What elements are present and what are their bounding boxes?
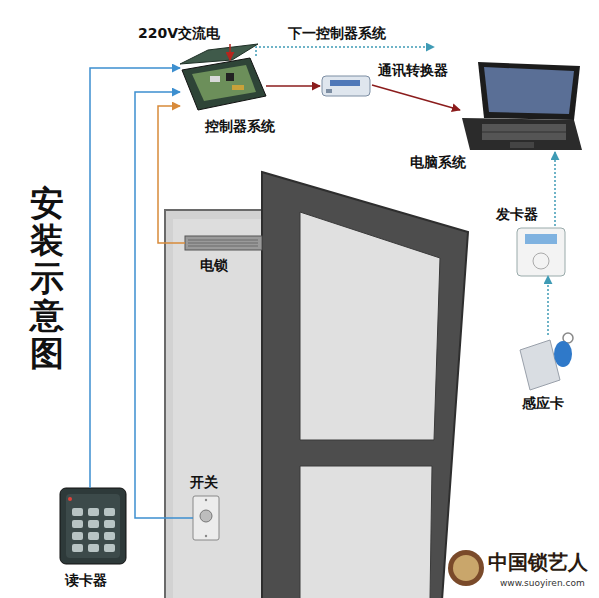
power-arrow — [229, 44, 231, 60]
connector — [158, 106, 185, 243]
key — [88, 544, 99, 552]
electric-lock: 电锁 — [185, 236, 262, 250]
key — [72, 520, 83, 528]
door-panel — [262, 172, 468, 598]
proximity-card — [520, 340, 560, 390]
connector — [554, 152, 556, 226]
controller-part — [232, 85, 244, 90]
node-label: 通讯转换器 — [378, 62, 448, 79]
node-label: 电脑系统 — [410, 154, 466, 171]
key — [104, 532, 115, 540]
key — [104, 544, 115, 552]
node-label: 开关 — [190, 474, 218, 491]
lock-stripe — [188, 240, 258, 241]
connector — [135, 92, 193, 518]
lock-stripe — [188, 246, 258, 247]
key — [104, 520, 115, 528]
key — [72, 532, 83, 540]
power-label: 220V交流电 — [138, 25, 220, 42]
card-reader: 读卡器 — [60, 488, 126, 564]
proximity-card: 感应卡 — [520, 335, 576, 391]
watermark-url: www.suoyiren.com — [500, 578, 585, 589]
switch-button — [200, 510, 212, 522]
diagram-title: 安装示意图 — [30, 185, 64, 372]
key — [104, 508, 115, 516]
issuer-body — [517, 228, 565, 276]
connector — [372, 85, 460, 110]
key-fob — [554, 341, 572, 367]
laptop-keyboard — [482, 124, 566, 140]
controller-part — [210, 76, 220, 82]
lock-stripe — [188, 243, 258, 244]
reader-led — [68, 497, 72, 501]
key — [72, 544, 83, 552]
reader-body — [60, 488, 126, 564]
reader-keys — [72, 508, 115, 552]
converter-body — [322, 76, 370, 96]
lock-body — [185, 236, 262, 250]
converter-stripe — [330, 80, 360, 86]
converter-port — [326, 89, 332, 93]
key — [88, 508, 99, 516]
laptop-touchpad — [510, 142, 534, 148]
node-label: 读卡器 — [65, 572, 107, 589]
key — [72, 508, 83, 516]
connector — [266, 85, 320, 87]
node-label: 发卡器 — [496, 206, 538, 223]
exit-switch: 开关 — [193, 496, 219, 540]
node-label: 电锁 — [200, 257, 228, 274]
switch-screw — [205, 499, 207, 501]
next-controller-link — [256, 47, 434, 56]
controller-board — [192, 65, 256, 101]
issuer-pad — [533, 253, 549, 269]
key — [88, 520, 99, 528]
computer: 电脑系统 — [460, 60, 582, 152]
laptop-screen — [484, 67, 574, 114]
reader-face — [66, 494, 120, 558]
node-label: 感应卡 — [522, 395, 564, 412]
laptop-key-row — [482, 132, 566, 133]
watermark-emblem — [453, 555, 479, 581]
controller: 控制器系统 — [180, 54, 266, 112]
laptop-base — [462, 118, 582, 150]
laptop-screen-frame — [478, 62, 580, 120]
switch-screw — [205, 535, 207, 537]
key — [88, 532, 99, 540]
converter: 通讯转换器 — [320, 72, 372, 98]
controller-part — [226, 73, 234, 81]
door-glass — [300, 212, 440, 440]
issuer-screen — [525, 234, 557, 244]
connector — [547, 276, 549, 335]
next-controller-label: 下一控制器系统 — [288, 25, 386, 42]
switch-plate — [193, 496, 219, 540]
watermark-emblem — [448, 550, 484, 586]
door-glass — [300, 466, 432, 598]
controller-box — [182, 58, 266, 110]
watermark: 中国锁艺人 — [488, 550, 588, 574]
card-issuer: 发卡器 — [517, 226, 565, 276]
node-label: 控制器系统 — [205, 118, 275, 135]
